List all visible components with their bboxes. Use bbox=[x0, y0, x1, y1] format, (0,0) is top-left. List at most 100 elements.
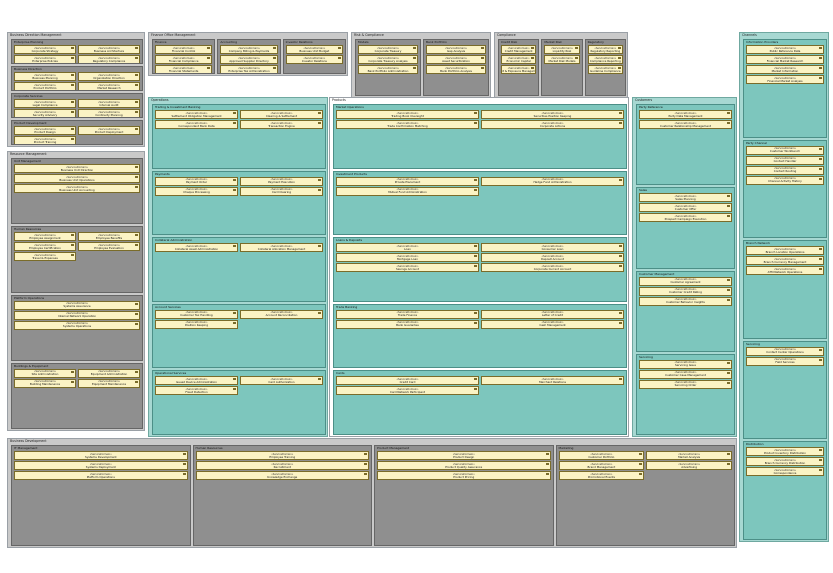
service-domain-component[interactable]: «ServiceDomain»Loan bbox=[336, 243, 479, 253]
service-domain-component[interactable]: «ServiceDomain»Compliance Reporting bbox=[587, 55, 623, 64]
service-domain-component[interactable]: «ServiceDomain»Product Training bbox=[14, 136, 76, 144]
service-domain-component[interactable]: «ServiceDomain»Investor Relations bbox=[285, 55, 343, 64]
service-domain-component[interactable]: «ServiceDomain»Channel Activity History bbox=[746, 175, 824, 185]
service-domain-component[interactable]: «ServiceDomain»Corporate Treasury bbox=[358, 45, 418, 54]
capability-group[interactable]: Trade Banking«ServiceDomain»Trade Financ… bbox=[333, 303, 627, 369]
service-domain-component[interactable]: «ServiceDomain»Product Pricing bbox=[377, 471, 551, 480]
capability-group[interactable]: Product Development«ServiceDomain»Produc… bbox=[11, 120, 143, 145]
service-domain-component[interactable]: «ServiceDomain»Mortgage Loan bbox=[336, 253, 479, 263]
capability-group[interactable]: Loans & Deposits«ServiceDomain»Loan«Serv… bbox=[333, 237, 627, 302]
service-domain-component[interactable]: «ServiceDomain»Savings Account bbox=[336, 263, 479, 273]
service-domain-component[interactable]: «ServiceDomain»Market Research bbox=[78, 82, 140, 90]
capability-group[interactable]: Buildings & Equipment«ServiceDomain»Site… bbox=[11, 362, 143, 429]
service-domain-component[interactable]: «ServiceDomain»Payment Order bbox=[155, 176, 238, 186]
service-domain-component[interactable]: «ServiceDomain»Financial Statements bbox=[155, 65, 213, 73]
service-domain-component[interactable]: «ServiceDomain»Contact Handler bbox=[746, 155, 824, 165]
capability-group[interactable]: Investor Relations«ServiceDomain»Busines… bbox=[282, 39, 346, 74]
capability-group[interactable]: Human Resources«ServiceDomain»Employee A… bbox=[11, 226, 143, 293]
service-domain-component[interactable]: «ServiceDomain»Trade Finance bbox=[336, 309, 479, 319]
capability-group[interactable]: Servicing«ServiceDomain»Contact Center O… bbox=[743, 340, 827, 440]
service-domain-component[interactable]: «ServiceDomain»Employee Certification bbox=[14, 242, 76, 252]
service-domain-component[interactable]: «ServiceDomain»Market Risk Models bbox=[544, 55, 580, 64]
capability-group[interactable]: Trading & Investment Banking«ServiceDoma… bbox=[152, 104, 326, 169]
service-domain-component[interactable]: «ServiceDomain»Site Administration bbox=[14, 368, 76, 378]
service-domain-component[interactable]: «ServiceDomain»Market Information bbox=[746, 65, 824, 74]
capability-group[interactable]: Account Services«ServiceDomain»Customer … bbox=[152, 303, 326, 369]
service-domain-component[interactable]: «ServiceDomain»Customer Agreement bbox=[639, 276, 732, 286]
service-domain-component[interactable]: «ServiceDomain»Deposit Account bbox=[481, 253, 624, 263]
service-domain-component[interactable]: «ServiceDomain»Settlement Obligation Man… bbox=[155, 110, 238, 119]
capability-group[interactable]: Branch Network«ServiceDomain»Branch Loca… bbox=[743, 240, 827, 339]
service-domain-component[interactable]: «ServiceDomain»Product Quality Assurance bbox=[377, 461, 551, 470]
service-domain-component[interactable]: «ServiceDomain»Product Design bbox=[377, 451, 551, 460]
service-domain-component[interactable]: «ServiceDomain»Systems Deployment bbox=[14, 461, 188, 470]
capability-group[interactable]: Marketing«ServiceDomain»Customer Portfol… bbox=[555, 445, 735, 546]
capability-group[interactable]: Information Providers«ServiceDomain»Publ… bbox=[743, 39, 827, 138]
service-domain-component[interactable]: «ServiceDomain»Business Unit Budget bbox=[285, 45, 343, 54]
capability-group[interactable]: Regulatory«ServiceDomain»Regulatory Repo… bbox=[584, 39, 626, 96]
service-domain-component[interactable]: «ServiceDomain»Financial Market Research bbox=[746, 55, 824, 64]
service-domain-component[interactable]: «ServiceDomain»Financial Compliance bbox=[155, 55, 213, 64]
service-domain-component[interactable]: «ServiceDomain»Internal Audit bbox=[78, 99, 140, 108]
service-domain-component[interactable]: «ServiceDomain»Card Authorization bbox=[240, 376, 323, 386]
service-domain-component[interactable]: «ServiceDomain»Sales Planning bbox=[639, 193, 732, 203]
capability-group[interactable]: Investment Products«ServiceDomain»Privat… bbox=[333, 170, 627, 236]
service-domain-component[interactable]: «ServiceDomain»Hedge Fund Administration bbox=[481, 176, 624, 186]
service-domain-component[interactable]: «ServiceDomain»Product Inventory Distrib… bbox=[746, 447, 824, 457]
service-domain-component[interactable]: «ServiceDomain»Business Planning bbox=[14, 72, 76, 81]
service-domain-component[interactable]: «ServiceDomain»Prospect Campaign Executi… bbox=[639, 213, 732, 223]
service-domain-component[interactable]: «ServiceDomain»Employee Training bbox=[195, 451, 369, 460]
service-domain-component[interactable]: «ServiceDomain»Business Unit Direction bbox=[14, 164, 140, 173]
service-domain-component[interactable]: «ServiceDomain»Employee Benefits bbox=[78, 232, 140, 242]
service-domain-component[interactable]: «ServiceDomain»Enterprise Tax Administra… bbox=[220, 65, 278, 73]
service-domain-component[interactable]: «ServiceDomain»Customer Behavior Insight… bbox=[639, 296, 732, 306]
service-domain-component[interactable]: «ServiceDomain»Legal Compliance bbox=[14, 99, 76, 108]
service-domain-component[interactable]: «ServiceDomain»Corporate Strategy bbox=[14, 45, 76, 54]
service-domain-component[interactable]: «ServiceDomain»Credit Card bbox=[336, 376, 479, 386]
service-domain-component[interactable]: «ServiceDomain»Branch Currency Managemen… bbox=[746, 256, 824, 266]
capability-group[interactable]: Party Reference«ServiceDomain»Party Data… bbox=[636, 104, 735, 186]
capability-group[interactable]: Accounting«ServiceDomain»Company Billing… bbox=[217, 39, 281, 74]
service-domain-component[interactable]: «ServiceDomain»Building Maintenance bbox=[14, 378, 76, 388]
service-domain-component[interactable]: «ServiceDomain»Bank Portfolio Administra… bbox=[358, 65, 418, 74]
capability-group[interactable]: Finance«ServiceDomain»Financial Control«… bbox=[152, 39, 216, 74]
service-domain-component[interactable]: «ServiceDomain»Internal Network Operatio… bbox=[14, 310, 140, 320]
service-domain-component[interactable]: «ServiceDomain»Mutual Fund Administratio… bbox=[336, 186, 479, 196]
service-domain-component[interactable]: «ServiceDomain»Platform Operations bbox=[14, 471, 188, 480]
service-domain-component[interactable]: «ServiceDomain»Position Keeping bbox=[155, 319, 238, 329]
service-domain-component[interactable]: «ServiceDomain»Recruitment bbox=[195, 461, 369, 470]
service-domain-component[interactable]: «ServiceDomain»Corporate Current Account bbox=[481, 263, 624, 273]
capability-group[interactable]: Payments«ServiceDomain»Payment Order«Ser… bbox=[152, 170, 326, 236]
service-domain-component[interactable]: «ServiceDomain»Letter of Credit bbox=[481, 309, 624, 319]
service-domain-component[interactable]: «ServiceDomain»Trading Book Oversight bbox=[336, 110, 479, 119]
service-domain-component[interactable]: «ServiceDomain»Employee Assignment bbox=[14, 232, 76, 242]
service-domain-component[interactable]: «ServiceDomain»Regulatory Reporting bbox=[587, 45, 623, 54]
service-domain-component[interactable]: «ServiceDomain»Corporate Treasury Analys… bbox=[358, 55, 418, 64]
service-domain-component[interactable]: «ServiceDomain»Promotional Events bbox=[558, 471, 645, 480]
service-domain-component[interactable]: «ServiceDomain»Business Unit Accounting bbox=[14, 184, 140, 193]
service-domain-component[interactable]: «ServiceDomain»Private Placement bbox=[336, 176, 479, 186]
service-domain-component[interactable]: «ServiceDomain»Branch Currency Distribut… bbox=[746, 457, 824, 467]
service-domain-component[interactable]: «ServiceDomain»Financial Control bbox=[155, 45, 213, 54]
service-domain-component[interactable]: «ServiceDomain»Servicing Order bbox=[639, 379, 732, 389]
service-domain-component[interactable]: «ServiceDomain»Business Unit Operations bbox=[14, 174, 140, 183]
service-domain-component[interactable]: «ServiceDomain»Public Reference Data bbox=[746, 45, 824, 54]
capability-group[interactable]: Enterprise Planning«ServiceDomain»Corpor… bbox=[11, 39, 143, 64]
service-domain-component[interactable]: «ServiceDomain»Security Advisory bbox=[14, 109, 76, 117]
capability-group[interactable]: Product Management«ServiceDomain»Product… bbox=[374, 445, 554, 546]
service-domain-component[interactable]: «ServiceDomain»Correspondent Bank Data bbox=[155, 120, 238, 129]
service-domain-component[interactable]: «ServiceDomain»Collateral Asset Administ… bbox=[155, 243, 238, 253]
service-domain-component[interactable]: «ServiceDomain»Customer Tax Handling bbox=[155, 309, 238, 319]
service-domain-component[interactable]: «ServiceDomain»Limit & Exposure Manageme… bbox=[501, 65, 537, 74]
service-domain-component[interactable]: «ServiceDomain»Credit Management bbox=[501, 45, 537, 54]
service-domain-component[interactable]: «ServiceDomain»Approved Supplier Directo… bbox=[220, 55, 278, 64]
service-domain-component[interactable]: «ServiceDomain»Product Design bbox=[14, 126, 76, 135]
service-domain-component[interactable]: «ServiceDomain»Card Clearing bbox=[240, 186, 323, 196]
service-domain-component[interactable]: «ServiceDomain»Correspondence bbox=[746, 467, 824, 477]
